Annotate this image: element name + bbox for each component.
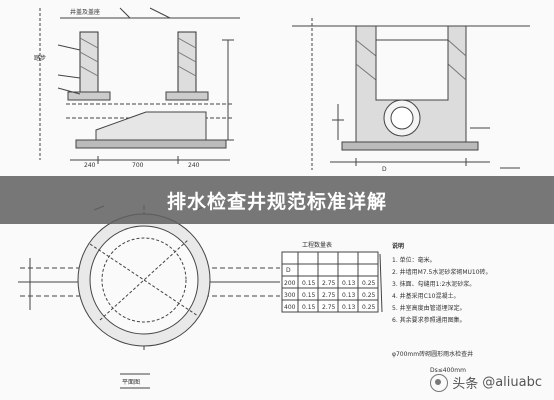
bottom-caption-2: Ds≤400mm bbox=[430, 367, 466, 374]
table-header-d: D bbox=[286, 267, 291, 274]
note-line: 3. 抹面、勾缝用1:2水泥砂浆。 bbox=[392, 280, 475, 288]
bottom-caption: φ700mm砖砌圆形雨水检查井 bbox=[392, 350, 473, 358]
cell: 0.13 bbox=[342, 280, 356, 287]
note-line: 6. 其余要求参照通用图集。 bbox=[392, 316, 466, 324]
cell: 0.15 bbox=[302, 292, 316, 299]
cell: 0.13 bbox=[342, 304, 356, 311]
cell: 0.13 bbox=[342, 292, 356, 299]
note-line: 1. 单位：毫米。 bbox=[392, 256, 436, 264]
watermark-handle: @aliuabc bbox=[482, 375, 542, 390]
cell: 2.75 bbox=[322, 304, 336, 311]
watermark: 头条 @aliuabc bbox=[430, 373, 542, 392]
table-row: 300 0.15 2.75 0.13 0.25 bbox=[284, 292, 376, 299]
toutiao-logo-icon bbox=[430, 373, 449, 392]
dim-240-right: 240 bbox=[188, 162, 200, 169]
cell: 0.25 bbox=[362, 292, 376, 299]
banner-title: 排水检查井规范标准详解 bbox=[166, 190, 387, 213]
cell: 0.15 bbox=[302, 280, 316, 287]
table-row: 200 0.15 2.75 0.13 0.25 bbox=[284, 280, 376, 287]
cell-dn: 400 bbox=[284, 304, 296, 311]
plan-view-label: 平面图 bbox=[122, 379, 140, 386]
note-line: 2. 井墙用M7.5水泥砂浆砌MU10砖。 bbox=[392, 268, 492, 276]
watermark-source: 头条 bbox=[452, 377, 479, 392]
table-row: 400 0.15 2.75 0.13 0.25 bbox=[284, 304, 376, 311]
table-title: 工程数量表 bbox=[302, 241, 332, 249]
note-line: 4. 井基采用C10混凝土。 bbox=[392, 292, 459, 300]
dim-240-left: 240 bbox=[84, 162, 96, 169]
dim-700: 700 bbox=[132, 162, 144, 169]
title-banner: 排水检查井规范标准详解 bbox=[0, 176, 554, 224]
plan-view bbox=[18, 205, 280, 389]
cover-label: 井盖及盖座 bbox=[70, 8, 100, 16]
cell: 2.75 bbox=[322, 280, 336, 287]
step-label: 踏步 bbox=[34, 54, 46, 62]
section-view-left bbox=[39, 7, 240, 164]
cell: 0.15 bbox=[302, 304, 316, 311]
dim-d: D bbox=[382, 166, 387, 173]
cell-dn: 300 bbox=[284, 292, 296, 299]
cell: 2.75 bbox=[322, 292, 336, 299]
cell: 0.25 bbox=[362, 304, 376, 311]
cell: 0.25 bbox=[362, 280, 376, 287]
cell-dn: 200 bbox=[284, 280, 296, 287]
section-view-right bbox=[292, 18, 530, 170]
notes-heading: 说明 bbox=[392, 242, 404, 250]
quantity-table-grid bbox=[281, 251, 383, 313]
note-line: 5. 井室高度由管道埋深定。 bbox=[392, 304, 466, 312]
